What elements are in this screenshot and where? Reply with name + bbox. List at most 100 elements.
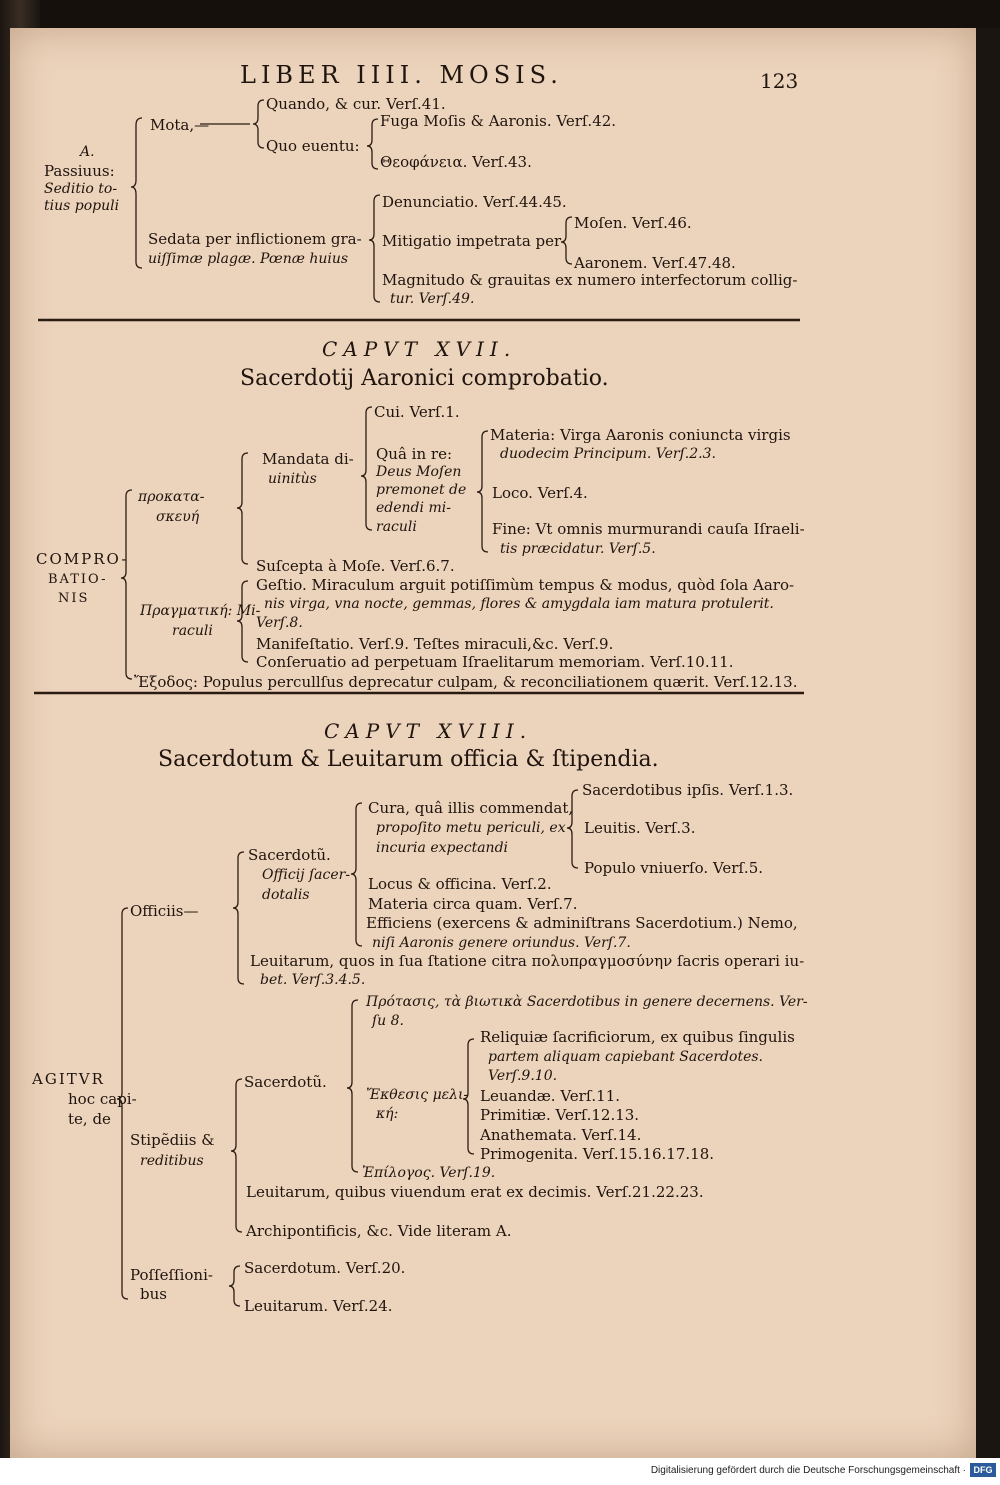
leuitis-entry: Leuitis. Verſ.3. bbox=[584, 819, 696, 837]
epilogos-entry: Ἐπίλογος. Verſ.19. bbox=[362, 1165, 496, 1181]
mandata-line-2: uinitùs bbox=[268, 471, 317, 487]
bracket-officiis bbox=[232, 851, 245, 985]
pragmatike-line-1: Πραγματική: Mi- bbox=[140, 603, 261, 619]
bracket-sedata bbox=[368, 194, 381, 303]
agitur-root-2: hoc capi- bbox=[68, 1090, 137, 1108]
caput-18-title: Sacerdotum & Leuitarum officia & ſtipend… bbox=[158, 747, 659, 772]
caput-17-title: Sacerdotij Aaronici comprobatio. bbox=[240, 366, 609, 391]
leuitarum-stipendii-entry: Leuitarum, quibus viuendum erat ex decim… bbox=[246, 1183, 704, 1201]
loco-entry: Loco. Verſ.4. bbox=[492, 484, 588, 502]
gestio-line-3: Verſ.8. bbox=[256, 615, 303, 631]
bracket-stipendiis bbox=[230, 1078, 243, 1233]
bracket-exthesis bbox=[462, 1038, 475, 1155]
caput-18-label: CAPVT XVIII. bbox=[324, 719, 533, 743]
passiuus-line-2: Seditio to- bbox=[44, 181, 118, 197]
bracket-passiuus bbox=[130, 117, 143, 269]
bracket-pragmatike bbox=[236, 580, 249, 663]
manifestatio-entry: Manifeſtatio. Verſ.9. Teſtes miraculi,&c… bbox=[256, 635, 614, 653]
passiuus-label: Passiuus: bbox=[44, 162, 115, 180]
anathemata-entry: Anathemata. Verſ.14. bbox=[480, 1126, 642, 1144]
officiis-label: Officiis— bbox=[130, 902, 199, 920]
efficiens-line-2: niſi Aaronis genere oriundus. Verſ.7. bbox=[372, 935, 631, 951]
conseruatio-entry: Conſeruatio ad perpetuam Iſraelitarum me… bbox=[256, 653, 734, 671]
funding-notice: Digitalisierung gefördert durch die Deut… bbox=[650, 1465, 966, 1476]
book-page bbox=[10, 28, 976, 1458]
leuitarum-officii-line-1: Leuitarum, quos in ſua ſtatione citra πο… bbox=[250, 952, 805, 970]
comprobationis-root-1: COMPRO- bbox=[36, 550, 129, 568]
gestio-line-1: Geſtio. Miraculum arguit potiſſimùm temp… bbox=[256, 576, 795, 594]
protasis-line-1: Πρότασις, τὰ βιωτικὰ Sacerdotibus in gen… bbox=[366, 994, 808, 1010]
cui-entry: Cui. Verſ.1. bbox=[374, 403, 460, 421]
agitur-root-1: AGITVR bbox=[32, 1070, 105, 1088]
reliquiae-line-2: partem aliquam capiebant Sacerdotes. bbox=[488, 1049, 763, 1065]
archipontificis-entry: Archipontificis, &c. Vide literam A. bbox=[246, 1222, 512, 1240]
qua-line-1: Quâ in re: bbox=[376, 445, 452, 463]
sacerdotum-possessio-entry: Sacerdotum. Verſ.20. bbox=[244, 1259, 406, 1277]
fine-line-1: Fine: Vt omnis murmurandi cauſa Iſraeli- bbox=[492, 520, 805, 538]
cura-line-3: incuria expectandi bbox=[376, 840, 509, 856]
mitigatio-entry: Mitigatio impetrata per bbox=[382, 232, 562, 250]
mota-label: Mota,— bbox=[150, 116, 210, 134]
materia-line-2: duodecim Principum. Verſ.2.3. bbox=[500, 446, 716, 462]
stipendiis-line-2: reditibus bbox=[140, 1153, 204, 1169]
sacerdotum-stipendii-label: Sacerdotũ. bbox=[244, 1073, 327, 1091]
primitiae-entry: Primitiæ. Verſ.12.13. bbox=[480, 1106, 640, 1124]
cura-line-1: Cura, quâ illis commendat, bbox=[368, 799, 574, 817]
populo-entry: Populo vniuerſo. Verſ.5. bbox=[584, 859, 764, 877]
exthesis-line-1: Ἔκθεσις μελι- bbox=[366, 1087, 469, 1103]
fine-line-2: tis præcidatur. Verſ.5. bbox=[500, 541, 656, 557]
materia-line-1: Materia: Virga Aaronis coniuncta virgis bbox=[490, 426, 791, 444]
bracket-mota bbox=[252, 99, 265, 149]
bracket-possessionibus bbox=[228, 1265, 241, 1307]
primogenita-entry: Primogenita. Verſ.15.16.17.18. bbox=[480, 1145, 715, 1163]
stipendiis-line-1: Stipẽdiis & bbox=[130, 1131, 215, 1149]
gestio-line-2: nis virga, vna nocte, gemmas, flores & a… bbox=[264, 596, 774, 612]
page-edge bbox=[976, 28, 1000, 1458]
bracket-cura bbox=[566, 789, 579, 869]
bracket-qua bbox=[476, 430, 489, 553]
qua-line-2: Deus Moſen bbox=[376, 464, 462, 480]
viewer-footer: Digitalisierung gefördert durch die Deut… bbox=[0, 1458, 1000, 1485]
sedata-line-1: Sedata per inflictionem gra- bbox=[148, 230, 362, 248]
quo-euentu-label: Quo euentu: bbox=[266, 137, 360, 155]
sacerdotum-officii-label: Sacerdotũ. bbox=[248, 846, 331, 864]
pragmatike-line-2: raculi bbox=[172, 623, 213, 639]
qua-line-4: edendi mi- bbox=[376, 500, 451, 516]
dfg-logo: DFG bbox=[970, 1463, 996, 1477]
page-number: 123 bbox=[760, 69, 799, 93]
leuitarum-possessio-entry: Leuitarum. Verſ.24. bbox=[244, 1297, 393, 1315]
exthesis-line-2: κή: bbox=[376, 1106, 399, 1122]
qua-line-5: raculi bbox=[376, 519, 417, 535]
fuga-entry: Fuga Moſis & Aaronis. Verſ.42. bbox=[380, 112, 617, 130]
magnitudo-line-1: Magnitudo & grauitas ex numero interfect… bbox=[382, 271, 798, 289]
bracket-sacerdotum2 bbox=[346, 999, 359, 1173]
agitur-root-3: te, de bbox=[68, 1110, 111, 1128]
bracket-comprobationis bbox=[120, 489, 133, 680]
bracket-prokataskeue bbox=[236, 452, 249, 565]
qua-line-3: premonet de bbox=[376, 482, 467, 498]
mandata-line-1: Mandata di- bbox=[262, 450, 354, 468]
leuitarum-officii-line-2: bet. Verſ.3.4.5. bbox=[260, 972, 366, 988]
bracket-quo-euentu bbox=[366, 118, 379, 170]
theophania-entry: Θεοφάνεια. Verſ.43. bbox=[380, 153, 532, 171]
protasis-line-2: ſu 8. bbox=[372, 1013, 405, 1029]
sacerdotibus-ipsis-entry: Sacerdotibus ipſis. Verſ.1.3. bbox=[582, 781, 794, 799]
passiuus-line-3: tius populi bbox=[44, 198, 120, 214]
prokataskeue-line-2: σκευή bbox=[156, 509, 200, 525]
possessionibus-line-1: Poſſeſſioni- bbox=[130, 1266, 213, 1284]
exodos-entry: Ἔξοδος: Populus percullſus deprecatur cu… bbox=[134, 673, 798, 691]
officij-line-1: Officij ſacer- bbox=[262, 867, 351, 883]
magnitudo-line-2: tur. Verſ.49. bbox=[390, 291, 475, 307]
efficiens-line-1: Efficiens (exercens & adminiſtrans Sacer… bbox=[366, 914, 798, 932]
prokataskeue-line-1: προκατα- bbox=[138, 489, 205, 505]
aaronem-entry: Aaronem. Verſ.47.48. bbox=[574, 254, 736, 272]
bracket-mandata bbox=[360, 406, 373, 531]
running-title: LIBER IIII. MOSIS. bbox=[240, 61, 563, 89]
officij-line-2: dotalis bbox=[262, 887, 310, 903]
quando-entry: Quando, & cur. Verſ.41. bbox=[266, 95, 446, 113]
caput-17-label: CAPVT XVII. bbox=[322, 337, 517, 361]
leuandae-entry: Leuandæ. Verſ.11. bbox=[480, 1087, 621, 1105]
suscepta-entry: Suſcepta à Moſe. Verſ.6.7. bbox=[256, 557, 455, 575]
